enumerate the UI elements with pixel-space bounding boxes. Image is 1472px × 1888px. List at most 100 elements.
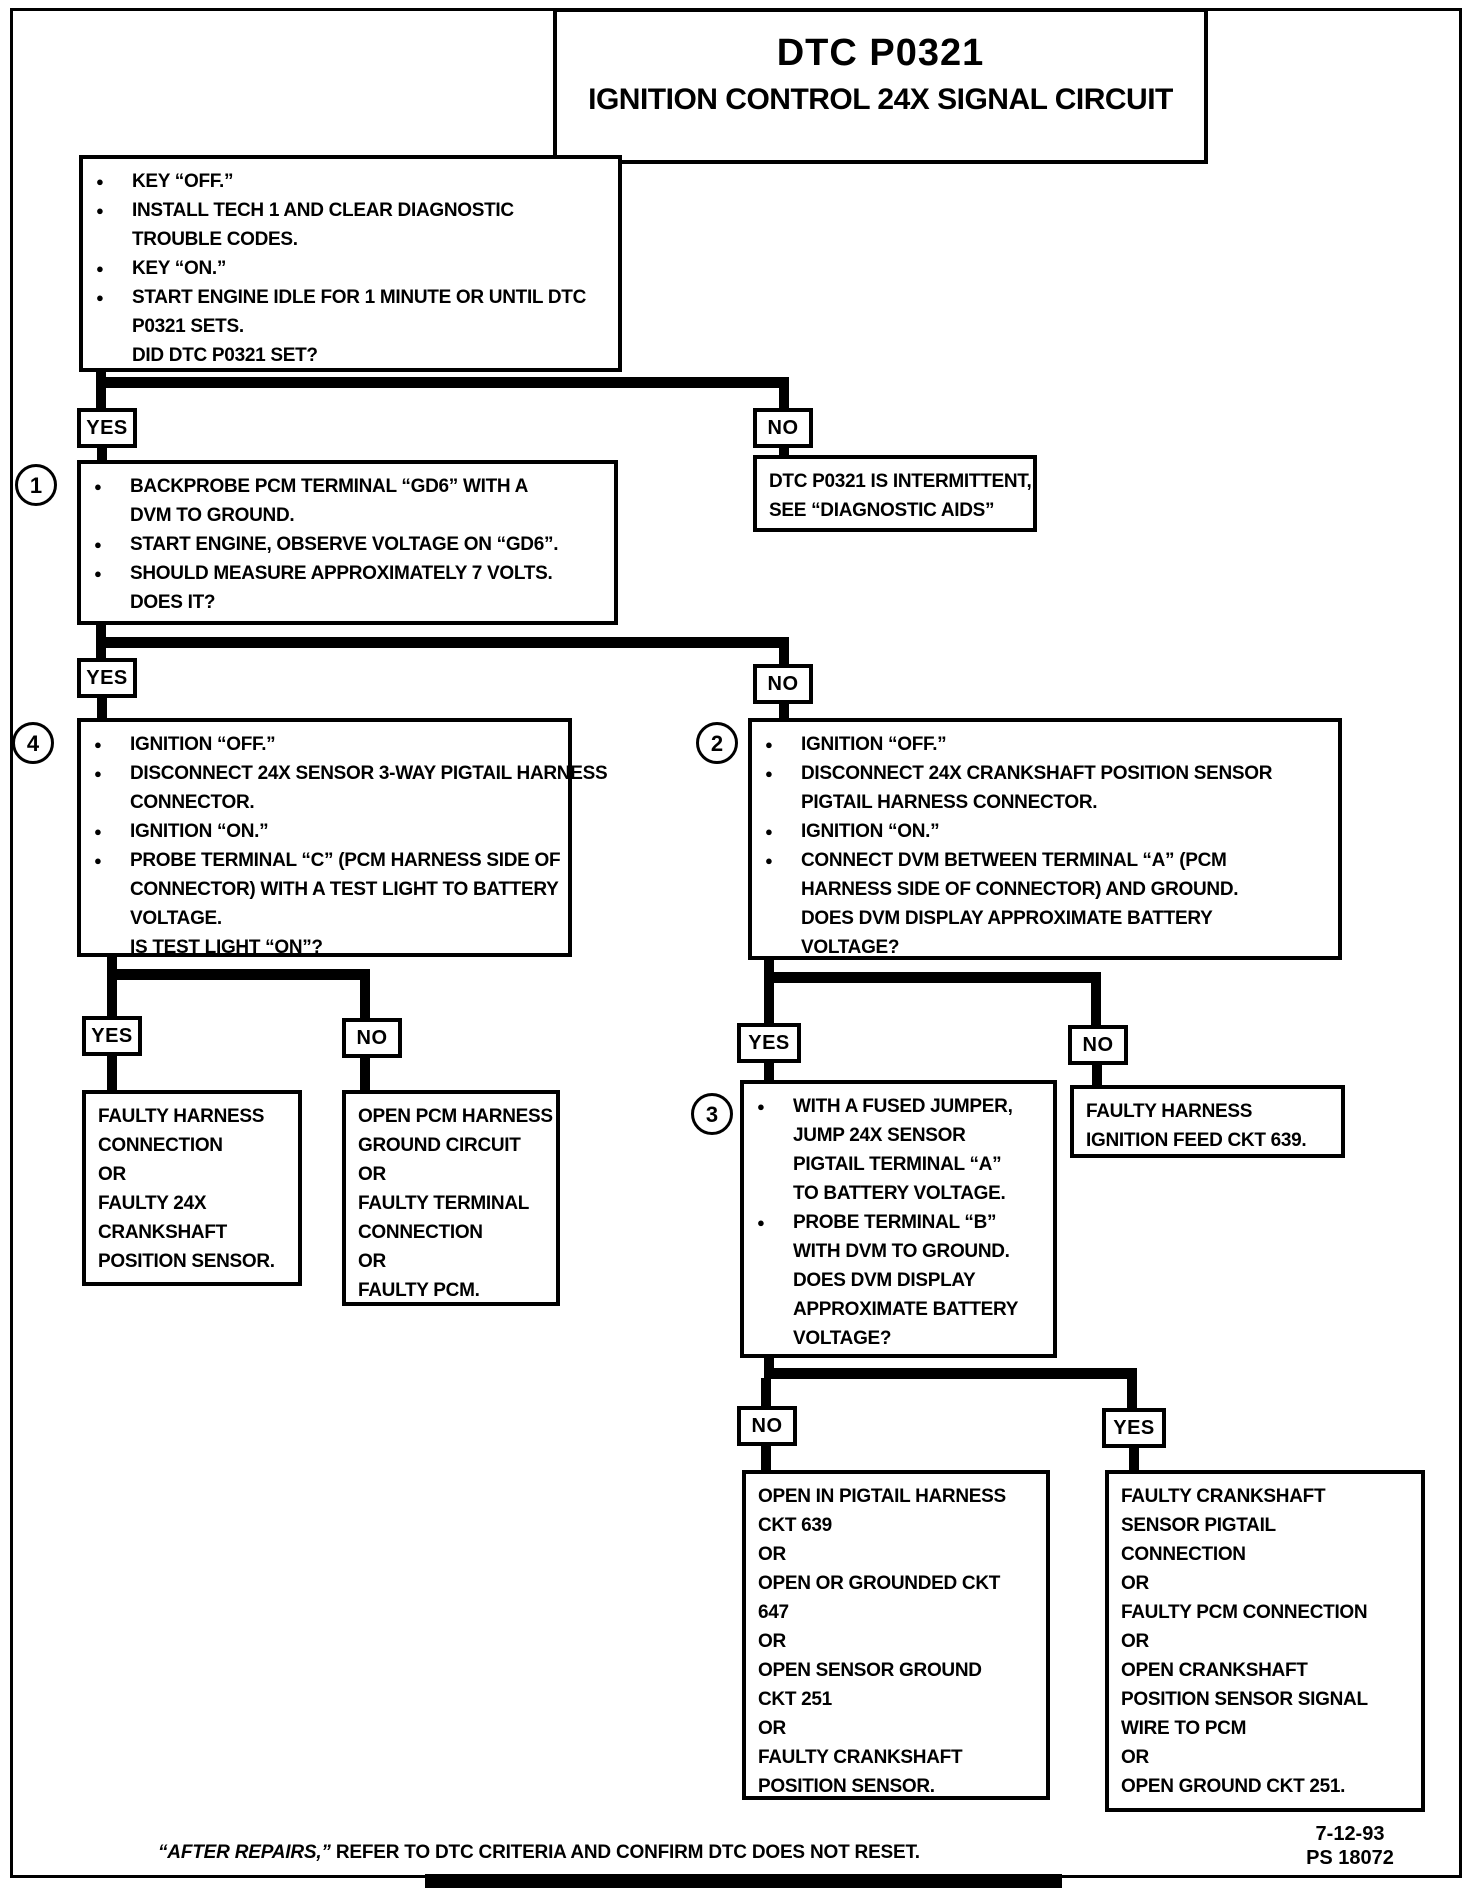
connector [779,446,789,457]
connector [97,696,107,720]
connector [107,1054,117,1092]
bullet-spacer [744,1295,793,1324]
flow-line: WIRE TO PCM [1121,1714,1417,1743]
flow-line-text: KEY “OFF.” [132,171,234,192]
bullet-icon: ● [94,566,102,581]
scan-artifact-strip [425,1874,1062,1888]
bullet-spacer [752,788,801,817]
flow-line-text: OPEN SENSOR GROUND [758,1660,982,1681]
flow-line-text: FAULTY HARNESS [98,1106,265,1127]
bullet-icon: ● [96,203,104,218]
flow-line-text: IGNITION “ON.” [130,821,269,842]
flow-line-text: BACKPROBE PCM TERMINAL “GD6” WITH A [130,476,529,497]
flow-line-text: FAULTY TERMINAL [358,1193,530,1214]
flow-line: CONNECTION [1121,1540,1417,1569]
connector [1092,1063,1102,1087]
bullet-icon: ● [765,824,773,839]
step-number-circle-4: 4 [12,722,54,764]
step-number-circle-1: 1 [15,464,57,506]
decision-no-after-step2: NO [1068,1025,1128,1065]
flow-line-text: CONNECTOR) WITH A TEST LIGHT TO BATTERY [130,879,559,900]
flow-line: OR [1121,1627,1417,1656]
decision-no-after-step3: NO [737,1406,797,1446]
bullet-icon: ● [765,853,773,868]
decision-yes-after-step3: YES [1102,1408,1166,1448]
connector [779,702,789,720]
flow-line: OR [1121,1743,1417,1772]
flow-line: OR [758,1540,1042,1569]
flow-line: VOLTAGE? [744,1324,1053,1353]
flow-line: ●PROBE TERMINAL “C” (PCM HARNESS SIDE OF [81,846,568,875]
flow-line: TROUBLE CODES. [83,225,618,254]
connector [764,1356,774,1370]
connector [761,1378,771,1408]
flow-line: CKT 639 [758,1511,1042,1540]
bullet-spacer [752,904,801,933]
bullet-spacer [83,225,132,254]
bullet-spacer [744,1179,793,1208]
connector [764,958,774,974]
decision-no-after-start: NO [753,408,813,448]
flow-line: ●SHOULD MEASURE APPROXIMATELY 7 VOLTS. [81,559,614,588]
bullet-spacer [752,875,801,904]
flow-line-text: VOLTAGE. [130,908,222,929]
bullet-icon: ● [757,1215,765,1230]
bullet-spacer [83,312,132,341]
bullet-icon: ● [94,853,102,868]
flow-line: IGNITION FEED CKT 639. [1086,1126,1337,1155]
flow-line: ●BACKPROBE PCM TERMINAL “GD6” WITH A [81,472,614,501]
flow-line: GROUND CIRCUIT [358,1131,552,1160]
flow-line: CONNECTION [358,1218,552,1247]
flow-line-text: OR [758,1718,786,1739]
connector [764,982,774,1025]
flow-line-text: DOES DVM DISPLAY APPROXIMATE BATTERY [801,908,1213,929]
flow-line-text: OPEN GROUND CKT 251. [1121,1776,1346,1797]
flow-line-text: CONNECTION [98,1135,223,1156]
flow-line: ●CONNECT DVM BETWEEN TERMINAL “A” (PCM [752,846,1338,875]
flow-line-text: PIGTAIL HARNESS CONNECTOR. [801,792,1098,813]
bullet-spacer [81,933,130,962]
connector [1129,1446,1139,1472]
step2-box: ●IGNITION “OFF.”●DISCONNECT 24X CRANKSHA… [748,718,1342,960]
flow-line-text: START ENGINE IDLE FOR 1 MINUTE OR UNTIL … [132,287,587,308]
after-repairs-note: “AFTER REPAIRS,” REFER TO DTC CRITERIA A… [158,1842,920,1864]
flow-line: FAULTY HARNESS [1086,1097,1337,1126]
flow-line-text: OR [358,1164,386,1185]
flow-line-text: CKT 639 [758,1515,832,1536]
flow-line: OR [758,1627,1042,1656]
flow-line-text: OR [1121,1631,1149,1652]
flow-line-text: FAULTY PCM CONNECTION [1121,1602,1368,1623]
flow-line-text: APPROXIMATE BATTERY [793,1299,1019,1320]
connector [96,370,106,379]
flow-line-text: OPEN OR GROUNDED CKT [758,1573,1001,1594]
flow-line: ●IGNITION “ON.” [81,817,568,846]
flow-line: TO BATTERY VOLTAGE. [744,1179,1053,1208]
flow-line: OPEN PCM HARNESS [358,1102,553,1131]
bullet-icon: ● [757,1099,765,1114]
flow-line-text: DOES DVM DISPLAY [793,1270,976,1291]
flow-line: 647 [758,1598,1042,1627]
decision-yes-after-start: YES [77,408,137,448]
flow-line-text: IGNITION “OFF.” [130,734,276,755]
bullet-spacer [744,1266,793,1295]
connector [96,648,106,660]
flow-line-text: WITH DVM TO GROUND. [793,1241,1010,1262]
revision-date: 7-12-93 [1315,1823,1385,1845]
flow-line-text: DTC P0321 IS INTERMITTENT, [769,471,1032,492]
flow-line-text: DVM TO GROUND. [130,505,295,526]
flow-line-text: FAULTY PCM. [358,1280,480,1301]
decision-yes-after-step4: YES [82,1016,142,1056]
flow-line-text: POSITION SENSOR SIGNAL [1121,1689,1368,1710]
flow-line-text: KEY “ON.” [132,258,227,279]
flow-line: CONNECTOR. [81,788,568,817]
flow-line-text: HARNESS SIDE OF CONNECTOR) AND GROUND. [801,879,1239,900]
bullet-spacer [81,875,130,904]
decision-yes-after-step2: YES [737,1023,801,1063]
flow-line: CRANKSHAFT [98,1218,294,1247]
flow-line: P0321 SETS. [83,312,618,341]
connector [96,623,106,639]
flow-line: POSITION SENSOR. [758,1772,1042,1801]
bullet-spacer [81,904,130,933]
